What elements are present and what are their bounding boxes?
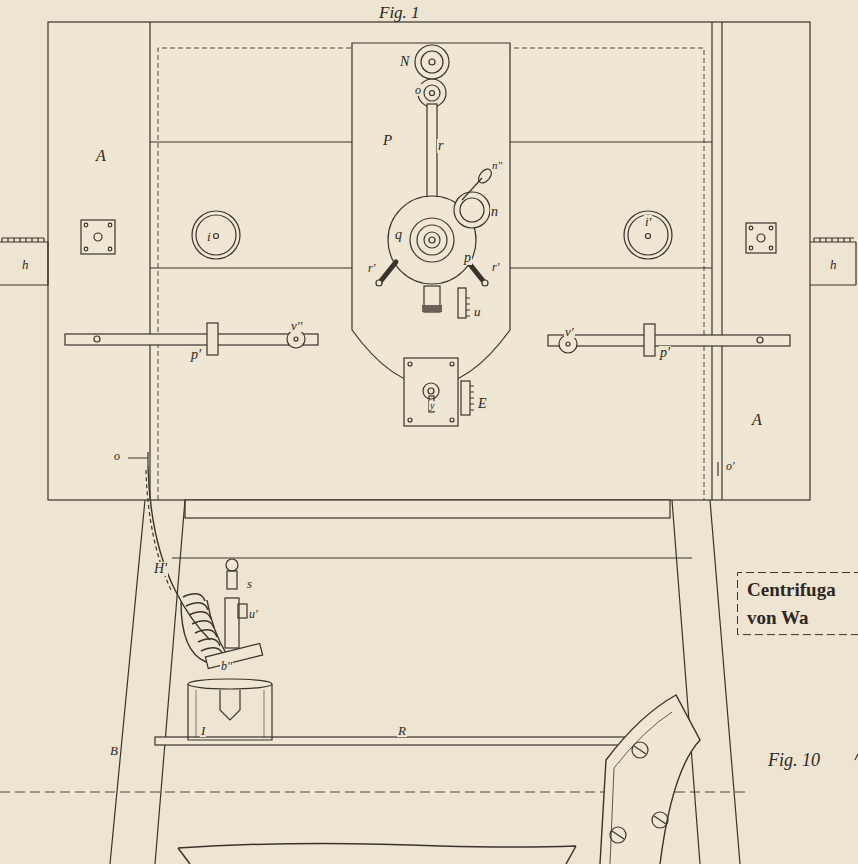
part-letter: N: [399, 55, 410, 69]
part-letter: p: [463, 251, 472, 265]
part-letter: A: [751, 412, 763, 428]
figure-label: Fig. 1: [378, 4, 421, 21]
part-letter: n'': [491, 160, 503, 171]
part-letter: i: [206, 230, 212, 243]
part-letter: p': [659, 346, 671, 360]
part-letter: q: [394, 228, 403, 242]
part-letter: r': [367, 262, 376, 274]
caption-text: Centrifuga von Wa: [747, 576, 849, 631]
part-letter: o: [414, 84, 422, 96]
part-letter: v': [564, 325, 575, 338]
part-letter: n: [490, 205, 499, 219]
part-letter: r': [491, 261, 500, 273]
part-letter: u': [248, 608, 259, 620]
part-letter: o: [113, 450, 121, 462]
part-letter: b'': [220, 660, 233, 672]
part-letter: r: [437, 139, 444, 153]
part-letter: h: [829, 258, 838, 271]
part-letter: h: [21, 258, 30, 271]
part-letter: v'': [290, 319, 303, 332]
center-plate: [352, 43, 510, 385]
part-letter: E: [477, 397, 488, 411]
part-letter: P: [382, 133, 393, 148]
part-letter: u: [473, 305, 482, 318]
part-letter: i': [644, 215, 652, 228]
part-letter: p': [190, 348, 202, 362]
dashed-border: [738, 573, 858, 635]
caption-box: Centrifuga von Wa: [737, 572, 858, 635]
part-letter: H': [153, 562, 168, 576]
part-letter: B: [109, 744, 119, 757]
part-letter: A: [95, 148, 107, 164]
part-letter: s: [246, 577, 253, 590]
part-letter: o': [725, 460, 736, 472]
figure-label: Fig. 10: [767, 751, 821, 769]
part-letter: y: [429, 401, 435, 411]
part-letter: I: [200, 724, 206, 737]
part-letter: R: [397, 724, 407, 737]
top-plate: [48, 22, 810, 500]
